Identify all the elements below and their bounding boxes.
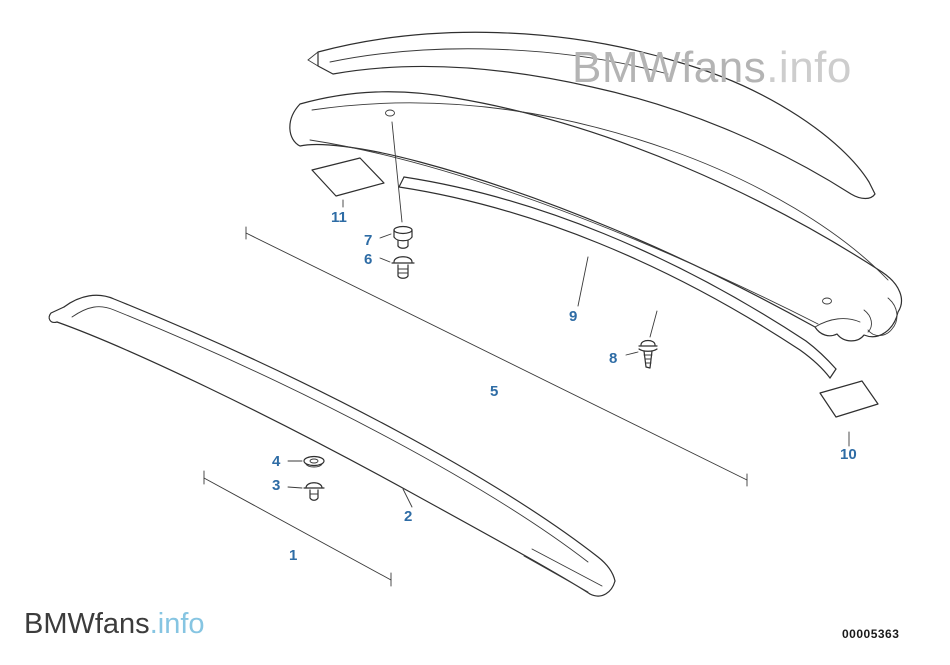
callout-8[interactable]: 8 — [609, 350, 618, 367]
callout-3[interactable]: 3 — [272, 477, 281, 494]
lower-spoiler-blade-drawing — [48, 294, 616, 597]
site-logo[interactable]: BMWfans.info — [24, 610, 205, 639]
callout-11[interactable]: 11 — [331, 209, 347, 226]
watermark: BMWfans.info — [572, 46, 852, 90]
main-spoiler-body-drawing — [289, 91, 903, 342]
washer-icon — [303, 455, 325, 468]
watermark-brand: BMWfans — [572, 43, 767, 92]
seal-strip-drawing — [398, 176, 837, 379]
screw-icon — [638, 339, 658, 369]
callout-5[interactable]: 5 — [490, 383, 499, 400]
callout-6[interactable]: 6 — [364, 251, 373, 268]
site-logo-brand: BMWfans — [24, 608, 150, 640]
callout-1[interactable]: 1 — [289, 547, 298, 564]
pad-left-drawing — [311, 157, 385, 197]
leader-lines — [203, 121, 850, 587]
callout-10[interactable]: 10 — [840, 446, 857, 463]
site-logo-suffix: .info — [149, 608, 205, 640]
callout-2[interactable]: 2 — [404, 508, 413, 525]
grommet-icon — [393, 225, 413, 249]
bolt-icon — [303, 482, 325, 501]
rivet-icon — [391, 256, 415, 279]
top-spoiler-strip-drawing — [307, 31, 876, 200]
callout-9[interactable]: 9 — [569, 308, 578, 325]
watermark-suffix: .info — [766, 43, 852, 92]
pad-right-drawing — [819, 380, 879, 418]
diagram-code: 00005363 — [842, 627, 900, 641]
callout-4[interactable]: 4 — [272, 453, 281, 470]
callout-7[interactable]: 7 — [364, 232, 373, 249]
